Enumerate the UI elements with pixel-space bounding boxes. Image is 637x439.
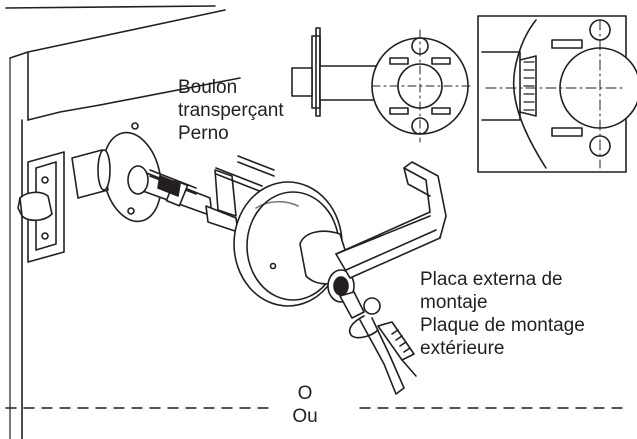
chassis-spindle — [127, 165, 239, 233]
mounting-plate-label: Placa externa de montaje Plaque de monta… — [420, 268, 585, 360]
bolt-label-line-2: transperçant — [178, 100, 284, 121]
bolt-label-line-3: Perno — [178, 123, 229, 144]
or-label-line-2: Ou — [292, 406, 318, 427]
exterior-lever — [299, 161, 447, 303]
latch-faceplate — [17, 151, 65, 263]
door-edge — [9, 9, 226, 439]
plate-label-line-1: Placa externa de — [420, 269, 563, 290]
plate-label-line-3: Plaque de montage — [420, 315, 585, 336]
plate-label-line-2: montaje — [420, 292, 488, 313]
door-face-bore — [71, 77, 241, 223]
latch-detail-view — [291, 27, 471, 143]
through-bolts — [215, 155, 275, 193]
enlarged-detail-box — [477, 15, 637, 173]
bolt-label-line-1: Boulon — [178, 77, 238, 98]
or-label-line-1: O — [297, 383, 313, 404]
top-frame-edge — [5, 5, 216, 9]
through-bolt-label: Boulon transperçant Perno — [178, 76, 284, 145]
keys — [339, 291, 417, 395]
or-label: O Ou — [288, 382, 322, 428]
plate-label-line-4: extérieure — [420, 338, 505, 359]
